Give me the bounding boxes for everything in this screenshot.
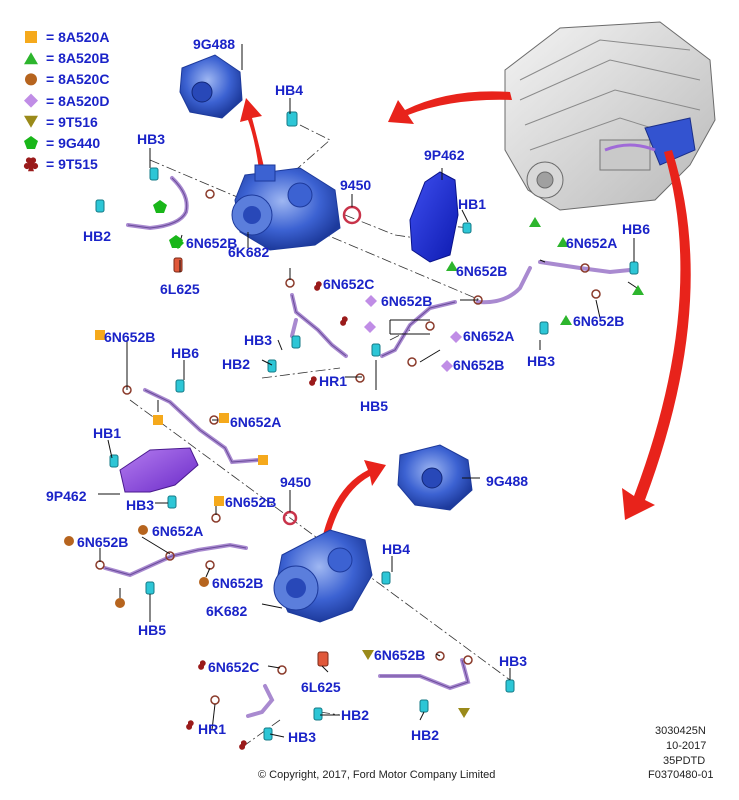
doc-id: 3030425N xyxy=(655,725,706,737)
label-lower-hb2-a: HB2 xyxy=(341,707,370,723)
legend-symbol-square xyxy=(25,31,37,43)
doc-date: 10-2017 xyxy=(666,740,707,752)
legend-item-9t515: = 9T515 xyxy=(46,156,98,172)
label-lower-hb3-c: HB3 xyxy=(288,729,317,745)
label-upper-9g488: 9G488 xyxy=(193,36,236,52)
leader-lines xyxy=(98,44,641,738)
label-upper-hr1: HR1 xyxy=(319,373,348,389)
legend-item-9g440: = 9G440 xyxy=(46,135,101,151)
figure-id: F0370480-01 xyxy=(648,769,714,781)
label-upper-hb2: HB2 xyxy=(83,228,112,244)
label-upper-6l625: 6L625 xyxy=(160,281,200,297)
label-lower-hb1: HB1 xyxy=(93,425,122,441)
label-lower-6k682: 6K682 xyxy=(206,603,248,619)
label-lower-9g488: 9G488 xyxy=(486,473,529,489)
doc-code: 35PDTD xyxy=(663,755,706,767)
label-upper-6n652b-e: 6N652B xyxy=(453,357,505,373)
upper-turbocharger-6k682 xyxy=(231,164,341,251)
legend-symbol-circle xyxy=(25,73,37,86)
upper-heat-shield-9p462 xyxy=(409,171,459,263)
label-upper-9450: 9450 xyxy=(340,177,372,193)
lower-fasteners xyxy=(95,379,515,741)
label-upper-hb3-a: HB3 xyxy=(137,131,166,147)
label-upper-6n652a: 6N652A xyxy=(566,235,618,251)
label-lower-hb3-b: HB3 xyxy=(499,653,528,669)
label-upper-6n652c: 6N652C xyxy=(323,276,375,292)
label-lower-9p462: 9P462 xyxy=(46,488,87,504)
label-upper-hb4: HB4 xyxy=(275,82,304,98)
legend-symbol-club xyxy=(23,157,39,172)
label-upper-6n652b-a: 6N652B xyxy=(186,235,238,251)
label-upper-6n652b-c: 6N652B xyxy=(573,313,625,329)
legend-symbols xyxy=(23,31,39,172)
label-lower-6n652b-c: 6N652B xyxy=(77,534,129,550)
legend-item-8a520a: = 8A520A xyxy=(46,29,110,45)
legend-symbol-pentagon xyxy=(24,136,38,149)
label-lower-hb5: HB5 xyxy=(138,622,167,638)
label-lower-6n652b-b: 6N652B xyxy=(225,494,277,510)
label-upper-hb2-b: HB2 xyxy=(222,356,251,372)
label-lower-hb4: HB4 xyxy=(382,541,411,557)
label-lower-hb6: HB6 xyxy=(171,345,200,361)
label-lower-hb3-a: HB3 xyxy=(126,497,155,513)
label-upper-hb3-b: HB3 xyxy=(527,353,556,369)
label-upper-hb1: HB1 xyxy=(458,196,487,212)
lower-pipes-outline xyxy=(104,389,469,689)
legend-symbol-triangle-down xyxy=(24,115,38,128)
label-upper-9p462: 9P462 xyxy=(424,147,465,163)
upper-vacuum-pump-9g488 xyxy=(179,54,243,119)
lower-heat-shield-9p462 xyxy=(119,447,199,493)
engine-assembly-illustration xyxy=(504,21,716,211)
label-lower-6n652a-a: 6N652A xyxy=(230,414,282,430)
upper-pipes-outline xyxy=(127,177,456,357)
label-lower-hr1: HR1 xyxy=(198,721,227,737)
legend-item-8a520c: = 8A520C xyxy=(46,71,110,87)
label-lower-6n652b-a: 6N652B xyxy=(104,329,156,345)
upper-fasteners xyxy=(95,111,639,383)
label-upper-hb6: HB6 xyxy=(622,221,651,237)
label-lower-6n652a-b: 6N652A xyxy=(152,523,204,539)
label-upper-hb5: HB5 xyxy=(360,398,389,414)
lower-vacuum-pump-9g488 xyxy=(397,444,473,511)
label-lower-hb2-b: HB2 xyxy=(411,727,440,743)
legend-item-9t516: = 9T516 xyxy=(46,114,98,130)
legend-item-8a520b: = 8A520B xyxy=(46,50,110,66)
legend-symbol-triangle-up xyxy=(24,52,38,65)
label-upper-6n652b-d: 6N652B xyxy=(381,293,433,309)
diagram-symbols xyxy=(64,200,644,750)
legend-item-8a520d: = 8A520D xyxy=(46,93,110,109)
label-lower-6n652b-e: 6N652B xyxy=(374,647,426,663)
upper-gasket-9450 xyxy=(342,205,362,225)
label-upper-6k682: 6K682 xyxy=(228,244,270,260)
lower-turbocharger-6k682 xyxy=(273,529,373,623)
copyright-text: © Copyright, 2017, Ford Motor Company Li… xyxy=(258,769,496,781)
legend-symbol-diamond xyxy=(24,93,38,108)
label-lower-6l625: 6L625 xyxy=(301,679,341,695)
label-upper-6n652a-b: 6N652A xyxy=(463,328,515,344)
label-lower-6n652c: 6N652C xyxy=(208,659,260,675)
label-upper-6n652b-b: 6N652B xyxy=(456,263,508,279)
label-lower-9450: 9450 xyxy=(280,474,312,490)
label-lower-6n652b-d: 6N652B xyxy=(212,575,264,591)
label-upper-hb3-c: HB3 xyxy=(244,332,273,348)
